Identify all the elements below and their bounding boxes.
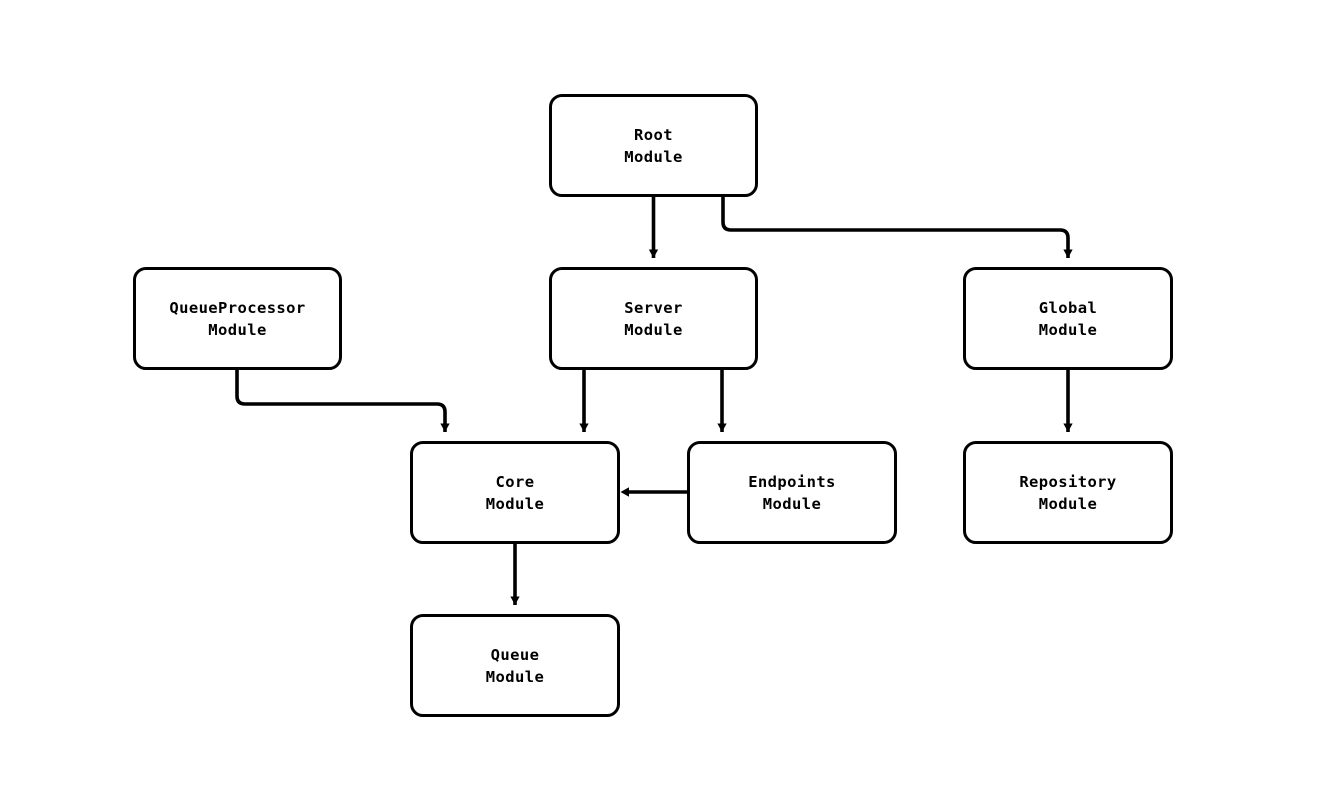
node-root-module-line2: Module: [624, 147, 683, 166]
node-core-module-line1: Core: [495, 472, 535, 491]
node-server-module-line2: Module: [624, 320, 683, 339]
node-root-module-line1: Root: [634, 125, 673, 144]
node-queueprocessor-module-line1: QueueProcessor: [169, 298, 306, 317]
node-root-module[interactable]: Root Module: [549, 94, 758, 197]
node-repository-module-line2: Module: [1038, 494, 1098, 513]
node-server-module-line1: Server: [624, 298, 683, 317]
node-repository-module-line1: Repository: [1019, 472, 1117, 491]
node-endpoints-module-line2: Module: [762, 494, 822, 513]
node-queue-module-line2: Module: [485, 667, 545, 686]
node-repository-module[interactable]: Repository Module: [963, 441, 1173, 544]
node-core-module[interactable]: Core Module: [410, 441, 620, 544]
node-queue-module-line1: Queue: [490, 645, 540, 664]
node-endpoints-module[interactable]: Endpoints Module: [687, 441, 897, 544]
node-global-module[interactable]: Global Module: [963, 267, 1173, 370]
edge-queueprocessor-core: [235, 370, 450, 432]
node-global-module-line1: Global: [1038, 298, 1098, 317]
node-global-module-line2: Module: [1038, 320, 1098, 339]
node-endpoints-module-line1: Endpoints: [748, 472, 836, 491]
node-core-module-line2: Module: [485, 494, 545, 513]
node-queueprocessor-module[interactable]: QueueProcessor Module: [133, 267, 342, 370]
node-queue-module[interactable]: Queue Module: [410, 614, 620, 717]
edge-root-global: [721, 197, 1073, 258]
node-queueprocessor-module-line2: Module: [208, 320, 267, 339]
node-server-module[interactable]: Server Module: [549, 267, 758, 370]
